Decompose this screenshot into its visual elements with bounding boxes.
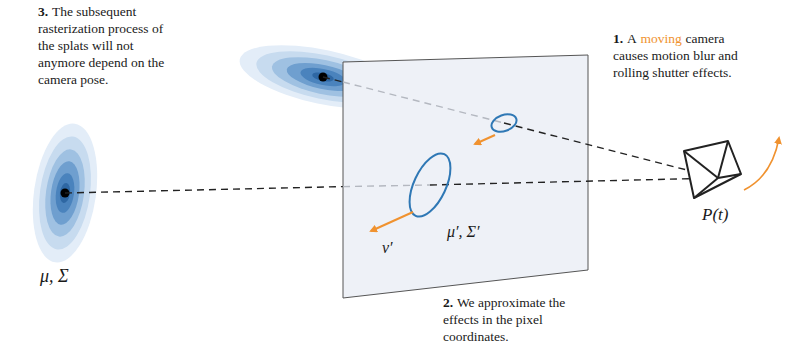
note-text: We approximate the effects in the pixel …: [443, 295, 565, 344]
projected-splat: [401, 147, 459, 222]
note-text: A: [627, 31, 637, 46]
projected-splat: [489, 111, 519, 135]
velocity-arrow: [475, 135, 495, 144]
note-text: The subsequent rasterization process of …: [38, 4, 164, 87]
note-text: 2.We approximate the effects in the pixe…: [443, 294, 569, 345]
math-label: μ, Σ: [40, 266, 69, 286]
camera-icon: [684, 141, 741, 198]
math-label: μ′, Σ′: [447, 222, 480, 241]
projection-ray: [65, 187, 343, 193]
math-label: v′: [382, 238, 393, 257]
callout-number: 3.: [38, 4, 48, 19]
note-text: 1.Amovingcamera causes motion blur and r…: [613, 30, 739, 81]
callout-number: 1.: [613, 31, 623, 46]
math-label: P(t): [702, 205, 728, 224]
motion-arrow: [744, 138, 779, 190]
image-plane: [343, 55, 588, 298]
math-label: v′: [382, 239, 393, 256]
math-label: P(t): [702, 205, 728, 225]
callout-number: 2.: [443, 295, 453, 310]
math-label: μ, Σ: [40, 266, 69, 286]
projection-ray: [430, 178, 718, 185]
velocity-arrow: [371, 212, 413, 231]
math-label: μ′, Σ′: [447, 223, 480, 240]
projection-ray: [323, 77, 343, 82]
projection-ray: [343, 82, 504, 123]
highlight-word: moving: [640, 31, 681, 46]
note-text: 3.The subsequent rasterization process o…: [38, 3, 168, 88]
projection-ray: [343, 185, 430, 187]
